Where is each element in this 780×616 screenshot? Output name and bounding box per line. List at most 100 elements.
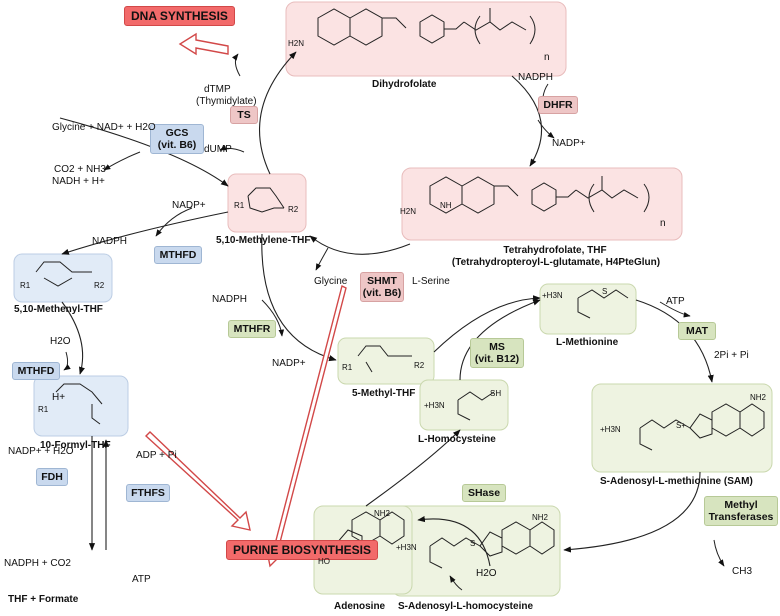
mthfd2-arrow [61, 301, 85, 375]
compound-thf-formate: THF + Formate [8, 594, 79, 605]
atom-h2n-dhf: H2N [288, 39, 305, 48]
purine-biosynthesis-label: PURINE BIOSYNTHESIS [226, 540, 379, 560]
atom-nh3-homocysteine: +H3N [424, 401, 445, 410]
enzyme-gcs-name: GCS [165, 127, 189, 139]
enzyme-gcs-cofactor: (vit. B6) [157, 139, 197, 151]
cofactor-nadp-mthfr: NADP+ [272, 358, 306, 369]
enzyme-methyl-line2: Transferases [708, 511, 774, 523]
compound-adenosine: Adenosine [334, 601, 386, 612]
atom-h2n-thf: H2N [400, 207, 417, 216]
compound-methylene-thf: 5,10-Methylene-THF [216, 235, 311, 246]
atom-r2-methylene: R2 [288, 205, 299, 214]
nadp-tick [537, 119, 555, 139]
formyl-structure [55, 383, 103, 425]
atom-nh-thf: NH [440, 201, 452, 210]
cofactor-thymidylate: (Thymidylate) [196, 96, 257, 107]
atom-s-methionine: S [602, 287, 608, 296]
enzyme-dhfr: DHFR [538, 96, 578, 114]
sam-box [591, 383, 773, 473]
enzyme-gcs: GCS (vit. B6) [150, 124, 204, 154]
atom-nh2-sam: NH2 [750, 393, 767, 402]
sah-structure [429, 521, 555, 569]
atom-nh2-sah: NH2 [532, 513, 549, 522]
nadph-mthfd-tick [155, 207, 193, 237]
compound-methenyl-thf: 5,10-Methenyl-THF [14, 304, 103, 315]
enzyme-mthfd-1: MTHFD [154, 246, 202, 264]
cofactor-atp-fthfs: ATP [132, 574, 151, 585]
enzyme-ts: TS [230, 106, 258, 124]
dtmp-tick [231, 53, 241, 77]
compound-formyl-thf: 10-Formyl-THF [40, 440, 111, 451]
cofactor-glycine: Glycine [314, 276, 348, 287]
compound-thf-line2: (Tetrahydropteroyl-L-glutamate, H4PteGlu… [451, 257, 661, 268]
dihydrofolate-structure [317, 8, 536, 46]
dna-synthesis-label: DNA SYNTHESIS [124, 6, 235, 26]
cofactor-dump: dUMP [204, 144, 232, 155]
cofactor-l-serine: L-Serine [412, 276, 450, 287]
compound-thf-line1: Tetrahydrofolate, THF [503, 245, 607, 256]
atom-ho-adenosine: HO [318, 557, 330, 566]
homocysteine-structure [457, 391, 495, 421]
atom-s-sah: S [470, 539, 476, 548]
enzyme-methyl-line1: Methyl [724, 499, 758, 511]
cofactor-h-plus: H+ [52, 392, 66, 403]
cofactor-nadph-dhfr: NADPH [518, 72, 554, 83]
cofactor-nadph-mthfd: NADPH [92, 236, 128, 247]
atom-r1-formyl: R1 [38, 405, 49, 414]
compound-homocysteine: L-Homocysteine [418, 434, 496, 445]
atom-nh3-methionine: +H3N [542, 291, 563, 300]
thf-box [401, 167, 683, 241]
nadp-mthfr-tick [261, 299, 285, 337]
cofactor-h2o-mthfd: H2O [50, 336, 71, 347]
shase-arrow [417, 516, 491, 567]
atom-r2-methenyl: R2 [94, 281, 105, 290]
cofactor-nadph-mthfr: NADPH [212, 294, 248, 305]
shmt-arrow [309, 235, 411, 255]
sam-structure [639, 403, 765, 451]
cofactor-nadp-mthfd: NADP+ [172, 200, 206, 211]
cofactor-adp-pi: ADP + Pi [136, 450, 177, 461]
enzyme-ms-name: MS [489, 341, 505, 353]
ms-arrow [433, 295, 541, 353]
mthfr-arrow [261, 233, 337, 362]
h2o-shase-tick [449, 575, 463, 591]
enzyme-shase: SHase [462, 484, 506, 502]
methionine-structure [577, 289, 629, 319]
methenyl-structure [35, 261, 92, 287]
atom-nh3-sah: +H3N [396, 543, 417, 552]
methyl-transferase-arrow [563, 471, 701, 553]
cofactor-arrows [63, 53, 725, 591]
enzyme-methyl-transferases: Methyl Transferases [704, 496, 778, 526]
mthfd1-arrow [61, 211, 229, 255]
h-plus-tick [63, 351, 71, 371]
enzyme-mat: MAT [678, 322, 716, 340]
adenosine-homocysteine-arrow [365, 429, 461, 507]
enzyme-fdh: FDH [36, 468, 68, 486]
formyl-purine-arrow [144, 431, 251, 531]
cofactor-nadh: NADH + H+ [52, 176, 105, 187]
cofactor-nadph-co2: NADPH + CO2 [4, 558, 71, 569]
atom-r1-methyl: R1 [342, 363, 353, 372]
homocysteine-box [419, 379, 509, 431]
methyl-thf-structure [357, 345, 412, 373]
dhfr-arrow [511, 75, 543, 167]
methenyl-thf-box [13, 253, 113, 303]
compound-methionine: L-Methionine [556, 337, 619, 348]
co2-tick [103, 151, 141, 171]
ch3-tick [713, 539, 725, 567]
dna-synthesis-arrow [178, 32, 229, 56]
enzyme-mthfd-2: MTHFD [12, 362, 60, 380]
cofactor-nadp-dhfr: NADP+ [552, 138, 586, 149]
compound-sah: S-Adenosyl-L-homocysteine [398, 601, 534, 612]
enzyme-mthfr: MTHFR [228, 320, 276, 338]
enzyme-ms: MS (vit. B12) [470, 338, 524, 368]
cofactor-ch3: CH3 [732, 566, 753, 577]
pi-tick [659, 301, 691, 318]
thf-structure [429, 176, 650, 214]
atom-s-plus-sam: S+ [676, 421, 687, 430]
atom-r1-methenyl: R1 [20, 281, 31, 290]
atom-sh-homocysteine: SH [490, 389, 502, 398]
atom-nh2-adenosine: NH2 [374, 509, 391, 518]
cofactor-pi-mat: 2Pi + Pi [714, 350, 749, 361]
